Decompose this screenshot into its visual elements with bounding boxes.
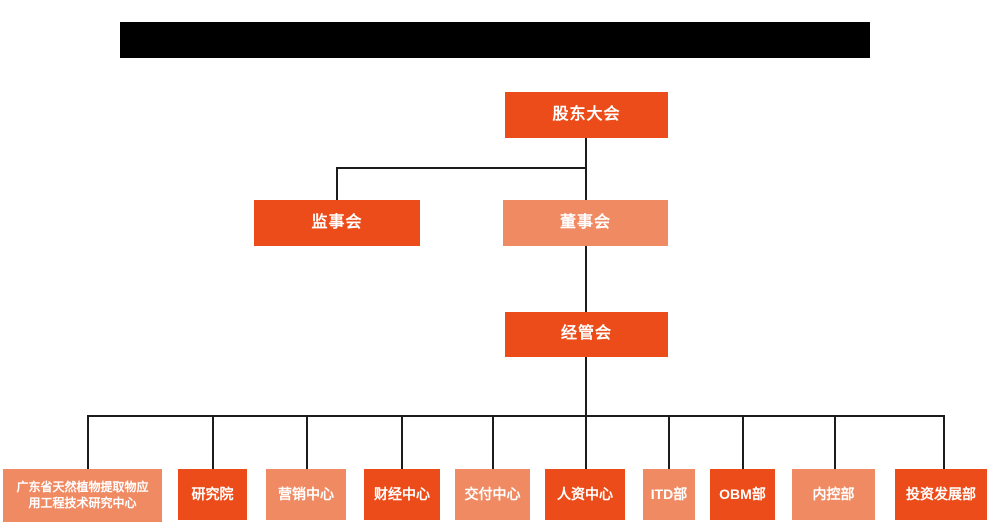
- connector-supervisory-drop: [336, 167, 338, 200]
- node-board-of-directors: 董事会: [503, 200, 668, 246]
- node-dept-research-institute: 研究院: [178, 469, 247, 520]
- connector-drop-investment-development: [943, 415, 945, 469]
- connector-departments-trunk: [87, 415, 945, 417]
- connector-drop-research-institute: [212, 415, 214, 469]
- node-management-committee: 经管会: [505, 312, 668, 357]
- connector-drop-internal-control: [834, 415, 836, 469]
- node-label: 投资发展部: [906, 486, 976, 503]
- node-label: 股东大会: [552, 105, 621, 123]
- node-dept-hr-center: 人资中心: [545, 469, 625, 520]
- node-supervisory-board: 监事会: [254, 200, 420, 246]
- connector-drop-marketing-center: [306, 415, 308, 469]
- node-label: 监事会: [311, 213, 363, 231]
- node-label: 财经中心: [374, 486, 430, 503]
- node-label: 研究院: [191, 486, 234, 503]
- connector-supervisory-horizontal: [336, 167, 587, 169]
- node-label: 内控部: [812, 486, 855, 503]
- node-dept-finance-center: 财经中心: [364, 469, 440, 520]
- redacted-title-bar: [120, 22, 870, 58]
- node-shareholders-meeting: 股东大会: [505, 92, 668, 138]
- node-label: ITD部: [650, 486, 688, 503]
- node-dept-marketing-center: 营销中心: [266, 469, 346, 520]
- node-label: OBM部: [719, 486, 766, 503]
- node-label: 人资中心: [557, 486, 613, 503]
- connector-drop-itd: [668, 415, 670, 469]
- node-dept-investment-development: 投资发展部: [895, 469, 987, 520]
- node-dept-delivery-center: 交付中心: [455, 469, 530, 520]
- node-label: 经管会: [560, 325, 612, 343]
- connector-board-to-management: [585, 246, 587, 312]
- node-dept-guangdong-research-center: 广东省天然植物提取物应用工程技术研究中心: [3, 469, 162, 522]
- connector-drop-research-center: [87, 415, 89, 469]
- connector-drop-obm: [742, 415, 744, 469]
- connector-management-down: [585, 357, 587, 469]
- node-label: 交付中心: [464, 486, 521, 503]
- node-dept-itd: ITD部: [643, 469, 695, 520]
- node-label: 营销中心: [278, 486, 334, 503]
- connector-shareholders-down: [585, 138, 587, 200]
- node-dept-obm: OBM部: [710, 469, 775, 520]
- connector-drop-delivery-center: [492, 415, 494, 469]
- connector-drop-finance-center: [401, 415, 403, 469]
- node-label: 广东省天然植物提取物应用工程技术研究中心: [16, 479, 149, 510]
- node-dept-internal-control: 内控部: [792, 469, 875, 520]
- node-label: 董事会: [559, 213, 611, 231]
